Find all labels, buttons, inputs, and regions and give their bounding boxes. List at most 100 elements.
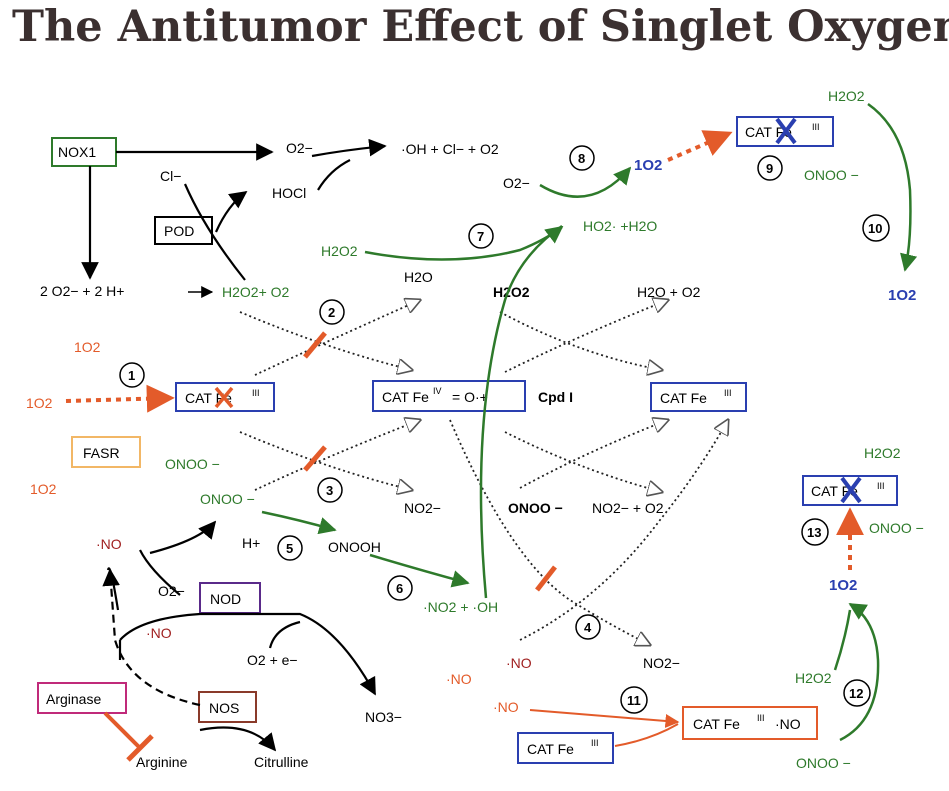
arrow-superoxide-singlet — [539, 166, 632, 198]
peroxynitrite-black-label: ONOO − — [508, 500, 563, 516]
svg-text:13: 13 — [807, 525, 821, 540]
diagram-title: The Antitumor Effect of Singlet Oxygen — [12, 2, 949, 52]
peroxynitrite-bottom-right-label: ONOO − — [796, 755, 851, 771]
h2o2-top-right-label: H2O2 — [828, 88, 865, 104]
peroxynitrite-left-label: ONOO − — [165, 456, 220, 472]
arrow-onooh-no2 — [369, 553, 470, 588]
singlet-oxygen-mid-right-label: 1O2 — [829, 577, 857, 594]
superscript-iv: IV — [433, 386, 442, 396]
nitric-oxide-red-1: ·NO — [446, 671, 472, 687]
superoxide-2h-label: 2 O2− + 2 H+ — [40, 283, 124, 299]
superoxide-nod-label: O2− — [158, 583, 185, 599]
svg-text:12: 12 — [849, 686, 863, 701]
step-9: 9 — [757, 155, 783, 181]
singlet-oxygen-left-2: 1O2 — [26, 395, 53, 411]
proton-label: H+ — [242, 535, 260, 551]
h2o2-o2-label: H2O2+ O2 — [222, 284, 290, 300]
svg-text:III: III — [877, 481, 885, 491]
svg-text:10: 10 — [868, 221, 882, 236]
nos-box: NOS — [198, 691, 257, 723]
arrow-h2o2-singlet-top — [867, 102, 918, 272]
arrow-h2o2-ho2 — [364, 225, 564, 261]
nitric-oxide-mid-label: ·NO — [506, 655, 532, 671]
arrow-oh-ho2 — [479, 224, 563, 599]
fasr-label: FASR — [83, 445, 120, 461]
nox1-label: NOX1 — [58, 144, 96, 160]
nitric-oxide-red-2: ·NO — [493, 699, 519, 715]
svg-text:2: 2 — [328, 305, 335, 320]
nos-label: NOS — [209, 700, 239, 716]
h2o2-green-label: H2O2 — [321, 243, 358, 259]
oxygen-electron-label: O2 + e− — [247, 652, 298, 668]
nitrite-right-label: NO2− — [643, 655, 680, 671]
no2-oh-label: ·NO2 + ·OH — [423, 599, 498, 615]
step-3: 3 — [317, 477, 343, 503]
svg-text:III: III — [757, 713, 765, 723]
peroxynitrite-top-right-label: ONOO − — [804, 167, 859, 183]
arrow-onoo-singlet-bottom — [839, 602, 880, 742]
step-10: 10 — [862, 214, 890, 242]
svg-text:5: 5 — [286, 541, 293, 556]
step-circles: 1 2 3 4 5 6 7 8 9 10 11 12 13 — [119, 145, 890, 714]
oxo-radical-label: = O·+ — [452, 389, 488, 405]
arrow-nod-nitrate — [119, 612, 376, 696]
svg-text:III: III — [591, 738, 599, 748]
superoxide-label: O2− — [286, 140, 313, 156]
pod-label: POD — [164, 223, 194, 239]
step-5: 5 — [277, 535, 303, 561]
superscript-iii: III — [252, 388, 260, 398]
cat-fe3-bottom-label: CAT Fe — [527, 741, 574, 757]
nitrate-label: NO3− — [365, 709, 402, 725]
cat-fe3-no-box: CAT Fe III ·NO — [682, 706, 818, 740]
arrow-pod-hocl — [214, 190, 248, 233]
nod-label: NOD — [210, 591, 241, 607]
fasr-box: FASR — [71, 436, 141, 468]
cpd-i-label: Cpd I — [538, 389, 573, 405]
nitrite-left-label: NO2− — [404, 500, 441, 516]
cat-fe3-bottom-box: CAT Fe III — [517, 732, 614, 764]
svg-text:9: 9 — [766, 161, 773, 176]
step-12: 12 — [843, 679, 871, 707]
curve-h2o2-bottom — [833, 609, 852, 671]
water-label: H2O — [404, 269, 433, 285]
nitric-oxide-nod-label: ·NO — [146, 625, 172, 641]
cat-fe4-label: CAT Fe — [382, 389, 429, 405]
svg-text:III: III — [724, 388, 732, 398]
peroxynitrite-center-label: ONOO − — [200, 491, 255, 507]
arrow-onoo-onooh — [261, 510, 337, 535]
arginase-box: Arginase — [37, 682, 127, 714]
arrow-singlet-cat-top — [667, 130, 733, 162]
no-ligand-label: ·NO — [775, 716, 801, 732]
water-oxygen-label: H2O + O2 — [637, 284, 701, 300]
inhibitor-bars — [303, 331, 557, 592]
arrow-singlet-cat-left — [65, 384, 175, 413]
arrow-no-onoo — [149, 520, 217, 555]
svg-text:7: 7 — [477, 229, 484, 244]
cross-icon — [840, 476, 862, 504]
citrulline-label: Citrulline — [254, 754, 309, 770]
black-arrows — [81, 138, 387, 752]
cat-fe3-top-box: CAT Fe III — [736, 116, 834, 147]
curve-chloride — [183, 183, 246, 281]
svg-text:III: III — [812, 122, 820, 132]
svg-text:6: 6 — [396, 581, 403, 596]
step-8: 8 — [569, 145, 595, 171]
cat-fe3-right-label: CAT Fe — [660, 390, 707, 406]
singlet-oxygen-right-label: 1O2 — [888, 287, 916, 304]
pod-box: POD — [154, 216, 213, 245]
nox1-box: NOX1 — [51, 137, 117, 167]
cross-icon — [775, 117, 797, 145]
cat-fe3-mid-right-box: CAT Fe III — [802, 475, 898, 506]
singlet-oxygen-left-3: 1O2 — [30, 481, 57, 497]
singlet-oxygen-attacks — [65, 130, 864, 570]
svg-text:11: 11 — [627, 693, 641, 708]
step-2: 2 — [319, 299, 345, 325]
curve-o2-e — [268, 620, 301, 649]
svg-text:4: 4 — [584, 620, 592, 635]
h2o2-black-label: H2O2 — [493, 284, 530, 300]
step-11: 11 — [620, 686, 648, 714]
nitric-oxide-binding — [529, 709, 680, 747]
green-arrows — [261, 102, 918, 742]
